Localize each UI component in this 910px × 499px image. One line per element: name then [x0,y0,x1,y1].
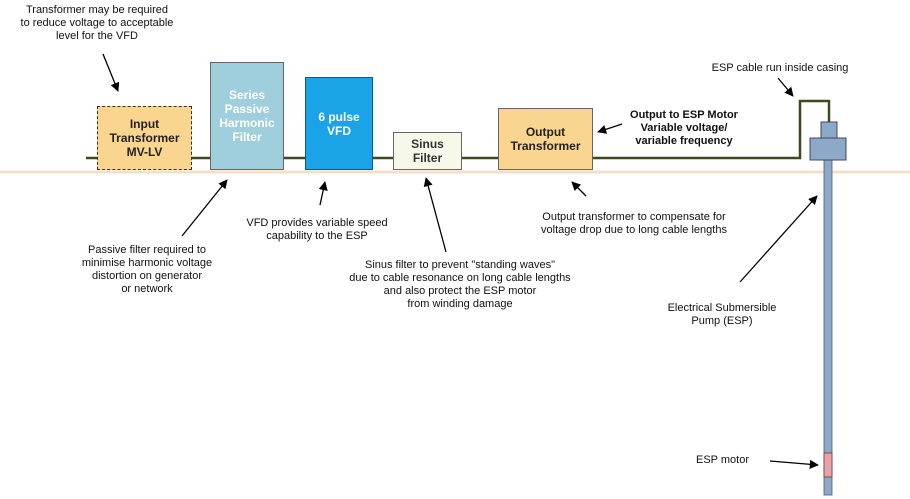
wellhead-cap [820,121,838,139]
arrow-output-note [597,123,623,134]
esp-casing [823,159,833,496]
output-transformer-box: Output Transformer [498,108,593,170]
vfd-note: VFD provides variable speed capability t… [246,217,388,242]
arrow-output-tx-note [571,181,587,197]
input-transformer-box: Input Transformer MV-LV [97,106,192,170]
cable-note: ESP cable run inside casing [711,62,849,74]
passive-filter-note: Passive filter required to minimise harm… [81,244,213,295]
transformer-note: Transformer may be required to reduce vo… [20,4,174,42]
esp-motor-note: ESP motor [696,454,749,466]
arrow-cable-note [777,77,794,97]
vfd-box: 6 pulse VFD [305,77,373,170]
wellhead [809,137,847,161]
arrow-transformer-note [102,53,120,92]
output-note: Output to ESP Motor Variable voltage/ va… [630,109,738,147]
arrow-motor-note [769,459,819,469]
esp-motor [823,452,833,478]
arrow-sinus-note [423,177,447,253]
arrow-passive-filter-note [181,179,228,237]
sinus-filter-box: Sinus Filter [393,132,462,170]
arrow-esp-note [739,195,818,283]
output-transformer-note: Output transformer to compensate for vol… [541,211,727,236]
esp-note: Electrical Submersible Pump (ESP) [667,302,777,327]
arrow-vfd-note [318,181,328,206]
series-passive-harmonic-filter-box: Series Passive Harmonic Filter [210,62,284,170]
sinus-filter-note: Sinus filter to prevent "standing waves"… [349,259,571,310]
